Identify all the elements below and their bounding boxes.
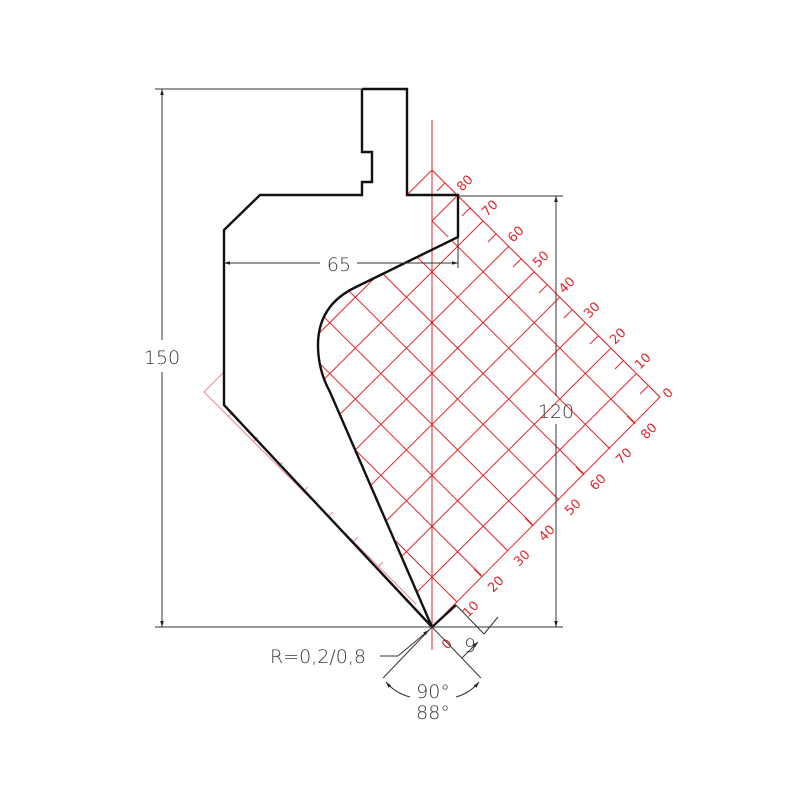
dimension-label: 65 [327,254,351,276]
grid-label: 30 [581,300,603,322]
dimension-width-65: 65 [224,237,459,276]
grid-label: 0 [660,385,676,401]
dimension-tip-9: 9 [455,604,499,659]
grid-label: 50 [562,497,584,519]
dimension-height-120: 120 [432,195,574,628]
dimension-height-150: 150 [144,88,432,628]
grid-lines-down-right [318,170,637,602]
grid-label: 10 [632,351,654,373]
angle-label-primary: 90° [416,681,450,703]
grid-label: 20 [607,326,629,348]
dimension-label: 150 [144,347,180,369]
grid-label: 20 [485,574,507,596]
grid-label: 50 [530,249,552,271]
dimension-label: 120 [538,401,574,423]
grid-label: 80 [454,173,476,195]
angle-label-secondary: 88° [416,702,450,724]
grid-label: 10 [460,599,482,621]
grid-label: 80 [638,421,660,443]
grid-label: 60 [505,224,527,246]
grid-label: 0 [439,636,455,652]
dimension-angle: 90° 88° [382,626,482,724]
grid-ticks-upper [436,182,649,395]
grid-lines-down-left [318,170,660,602]
grid-label: 60 [587,472,609,494]
grid-label: 30 [511,548,533,570]
punch-profile [222,87,460,630]
grid-label: 70 [613,446,635,468]
grid-label: 40 [556,275,578,297]
grid-outline [406,169,661,628]
dimension-label: 9 [464,635,476,657]
grid-labels-upper: 80 70 60 50 40 30 20 10 0 [454,173,676,402]
dimension-radius: R=0,2/0,8 [270,629,430,668]
grid-ticks-lower [448,415,636,603]
radius-label: R=0,2/0,8 [270,646,366,668]
bending-grid: 80 70 60 50 40 30 20 10 0 0 10 20 30 40 … [203,169,677,653]
grid-label: 40 [536,523,558,545]
grid-left-outline [203,371,417,605]
grid-label: 70 [479,198,501,220]
